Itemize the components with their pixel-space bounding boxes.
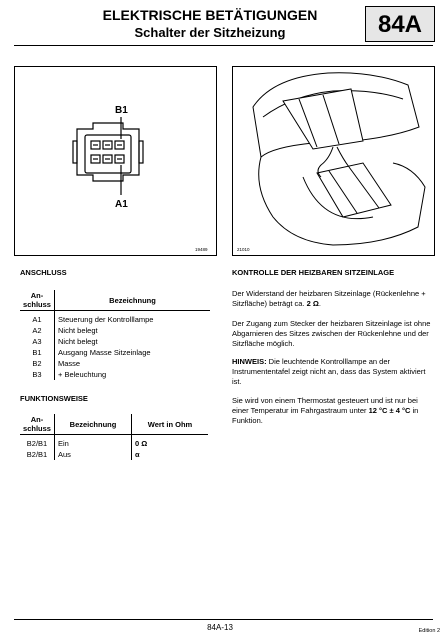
- table-row: B2/B1 Aus α: [20, 449, 208, 460]
- label-a1: A1: [115, 199, 128, 210]
- section-badge: 84A: [365, 6, 435, 42]
- header-divider: [14, 45, 433, 46]
- column-header: An-schluss: [20, 290, 55, 311]
- anschluss-heading: ANSCHLUSS: [20, 268, 67, 277]
- column-header: An-schluss: [20, 414, 55, 435]
- page-title: ELEKTRISCHE BETÄTIGUNGEN: [102, 7, 318, 23]
- kontrolle-heading: KONTROLLE DER HEIZBAREN SITZEINLAGE: [232, 268, 395, 277]
- funktion-heading: FUNKTIONSWEISE: [20, 394, 88, 403]
- page-number: 84A-13: [207, 623, 233, 632]
- kontrolle-paragraph-1: Der Widerstand der heizbaren Sitzeinlage…: [232, 289, 426, 308]
- hinweis-paragraph: HINWEIS: Die leuchtende Kontrolllampe an…: [232, 357, 426, 386]
- table-row: B3+ Beleuchtung: [20, 369, 210, 380]
- figure-number: 21010: [237, 247, 250, 252]
- kontrolle-paragraph-4: Sie wird von einem Thermostat gesteuert …: [232, 396, 419, 425]
- seat-figure: 21010: [232, 66, 435, 256]
- figure-number: 19489: [195, 247, 208, 252]
- connector-figure: B1 A1 19489: [14, 66, 217, 256]
- label-b1: B1: [115, 105, 128, 116]
- table-row: B2/B1 Ein 0 Ω: [20, 434, 208, 449]
- funktion-table: An-schluss Bezeichnung Wert in Ohm B2/B1…: [20, 414, 208, 460]
- edition-label: Edition 2: [418, 628, 440, 634]
- connector-drawing: B1 A1 19489: [72, 105, 208, 252]
- kontrolle-paragraph-2: Der Zugang zum Stecker der heizbaren Sit…: [232, 319, 431, 348]
- column-header: Bezeichnung: [54, 414, 132, 435]
- page-subtitle: Schalter der Sitzheizung: [134, 25, 286, 40]
- column-header: Bezeichnung: [54, 290, 210, 311]
- column-header: Wert in Ohm: [131, 414, 208, 435]
- seat-drawing: 21010: [237, 72, 426, 252]
- footer-divider: [14, 619, 433, 620]
